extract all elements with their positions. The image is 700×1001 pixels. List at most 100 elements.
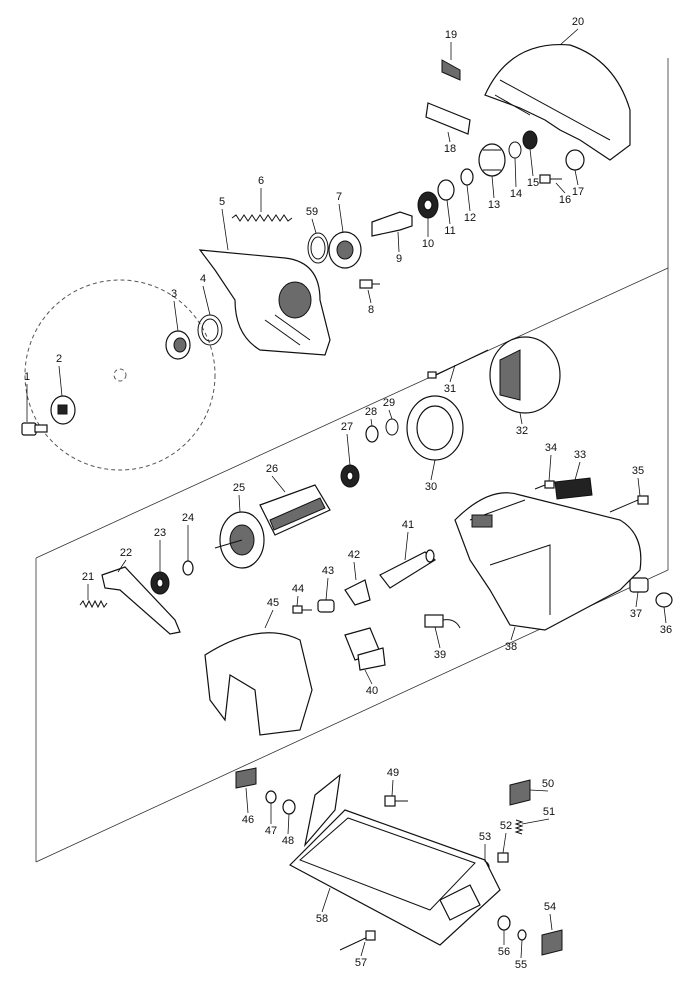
part-number-3: 3 [171, 288, 177, 300]
part-25-armature-fan [214, 511, 265, 569]
leader-line-49 [391, 779, 394, 797]
saw-blade [24, 279, 216, 471]
part-55-washer [517, 929, 527, 941]
part-11-ring [437, 179, 455, 201]
leader-line-55 [520, 939, 523, 959]
part-number-18: 18 [444, 143, 456, 155]
leader-line-35 [637, 477, 641, 497]
leader-line-17 [574, 169, 579, 186]
part-18-label [425, 102, 471, 135]
leader-line-52 [502, 832, 507, 854]
part-44-screw [292, 605, 312, 614]
leader-line-32 [519, 412, 523, 425]
part-46-wing-bolt [235, 767, 257, 789]
part-number-51: 51 [543, 806, 555, 818]
leader-line-13 [491, 175, 495, 199]
part-number-26: 26 [266, 463, 278, 475]
part-number-38: 38 [505, 641, 517, 653]
part-number-19: 19 [445, 29, 457, 41]
part-number-23: 23 [154, 527, 166, 539]
leader-line-42 [353, 561, 357, 581]
leader-line-34 [548, 454, 552, 482]
leader-line-2 [58, 365, 63, 397]
leader-line-5 [221, 208, 229, 251]
part-12-washer [460, 168, 474, 186]
part-27-ball-bearing [340, 464, 360, 488]
part-37-brush-holder-cap [629, 577, 649, 593]
part-number-13: 13 [488, 199, 500, 211]
leader-line-4 [202, 285, 211, 316]
leader-line-57 [360, 941, 366, 957]
part-35-screw [609, 495, 649, 513]
leader-line-39 [434, 626, 441, 649]
part-number-41: 41 [402, 519, 414, 531]
part-number-55: 55 [515, 959, 527, 971]
part-number-42: 42 [348, 549, 360, 561]
leader-line-3 [173, 300, 179, 332]
part-number-43: 43 [322, 565, 334, 577]
leader-line-58 [321, 887, 331, 913]
part-number-53: 53 [479, 831, 491, 843]
part-number-17: 17 [572, 186, 584, 198]
part-number-48: 48 [282, 835, 294, 847]
part-number-15: 15 [527, 177, 539, 189]
leader-line-33 [574, 461, 581, 481]
leader-line-59 [311, 218, 317, 234]
part-56-washer [497, 915, 511, 931]
leader-line-48 [287, 813, 290, 835]
part-48-washer [282, 799, 296, 815]
part-3-inner-flange [165, 330, 191, 360]
part-number-52: 52 [500, 820, 512, 832]
part-39-brush [424, 614, 461, 629]
part-41-handle-pipe [379, 549, 437, 589]
part-number-57: 57 [355, 957, 367, 969]
part-number-27: 27 [341, 421, 353, 433]
part-14-retaining-ring [508, 141, 522, 159]
part-number-29: 29 [383, 397, 395, 409]
leader-line-8 [367, 289, 372, 304]
part-22-lock-lever [101, 566, 181, 635]
part-13-gear [478, 143, 506, 177]
part-number-5: 5 [219, 196, 225, 208]
leader-line-25 [238, 494, 241, 513]
leader-line-40 [364, 669, 373, 685]
leader-line-54 [549, 913, 553, 931]
part-number-14: 14 [510, 188, 522, 200]
part-number-labels: 1234567891011121314151617181920212223242… [24, 16, 672, 971]
part-number-56: 56 [498, 946, 510, 958]
part-number-35: 35 [632, 465, 644, 477]
leader-line-44 [296, 595, 299, 607]
leader-line-36 [663, 606, 667, 624]
part-number-8: 8 [368, 304, 374, 316]
part-24-washer [182, 560, 194, 576]
part-51-spring [514, 819, 524, 835]
part-number-22: 22 [120, 547, 132, 559]
part-28-washer [365, 425, 379, 443]
part-42-strain-relief [344, 579, 371, 606]
leader-line-26 [271, 475, 286, 493]
leader-line-43 [325, 577, 329, 601]
part-number-2: 2 [56, 353, 62, 365]
part-38-motor-housing [454, 492, 642, 631]
leader-line-18 [447, 131, 451, 143]
part-number-25: 25 [233, 482, 245, 494]
part-number-20: 20 [572, 16, 584, 28]
part-1-bolt [21, 422, 48, 436]
part-9-spindle [371, 211, 413, 237]
part-30-baffle-plate [406, 395, 464, 461]
part-19-wing-nut [441, 59, 461, 81]
part-number-54: 54 [544, 901, 556, 913]
part-number-44: 44 [292, 583, 304, 595]
part-7-bearing-box [328, 231, 362, 269]
leader-line-41 [404, 531, 409, 561]
part-number-37: 37 [630, 608, 642, 620]
part-15-needle-bearing [522, 130, 538, 150]
part-number-49: 49 [387, 767, 399, 779]
leader-line-45 [264, 609, 274, 629]
part-10-ball-bearing [417, 191, 439, 219]
leader-line-38 [510, 626, 516, 641]
leader-line-15 [529, 148, 534, 177]
part-31-screw [427, 349, 489, 379]
leader-line-20 [559, 28, 579, 46]
